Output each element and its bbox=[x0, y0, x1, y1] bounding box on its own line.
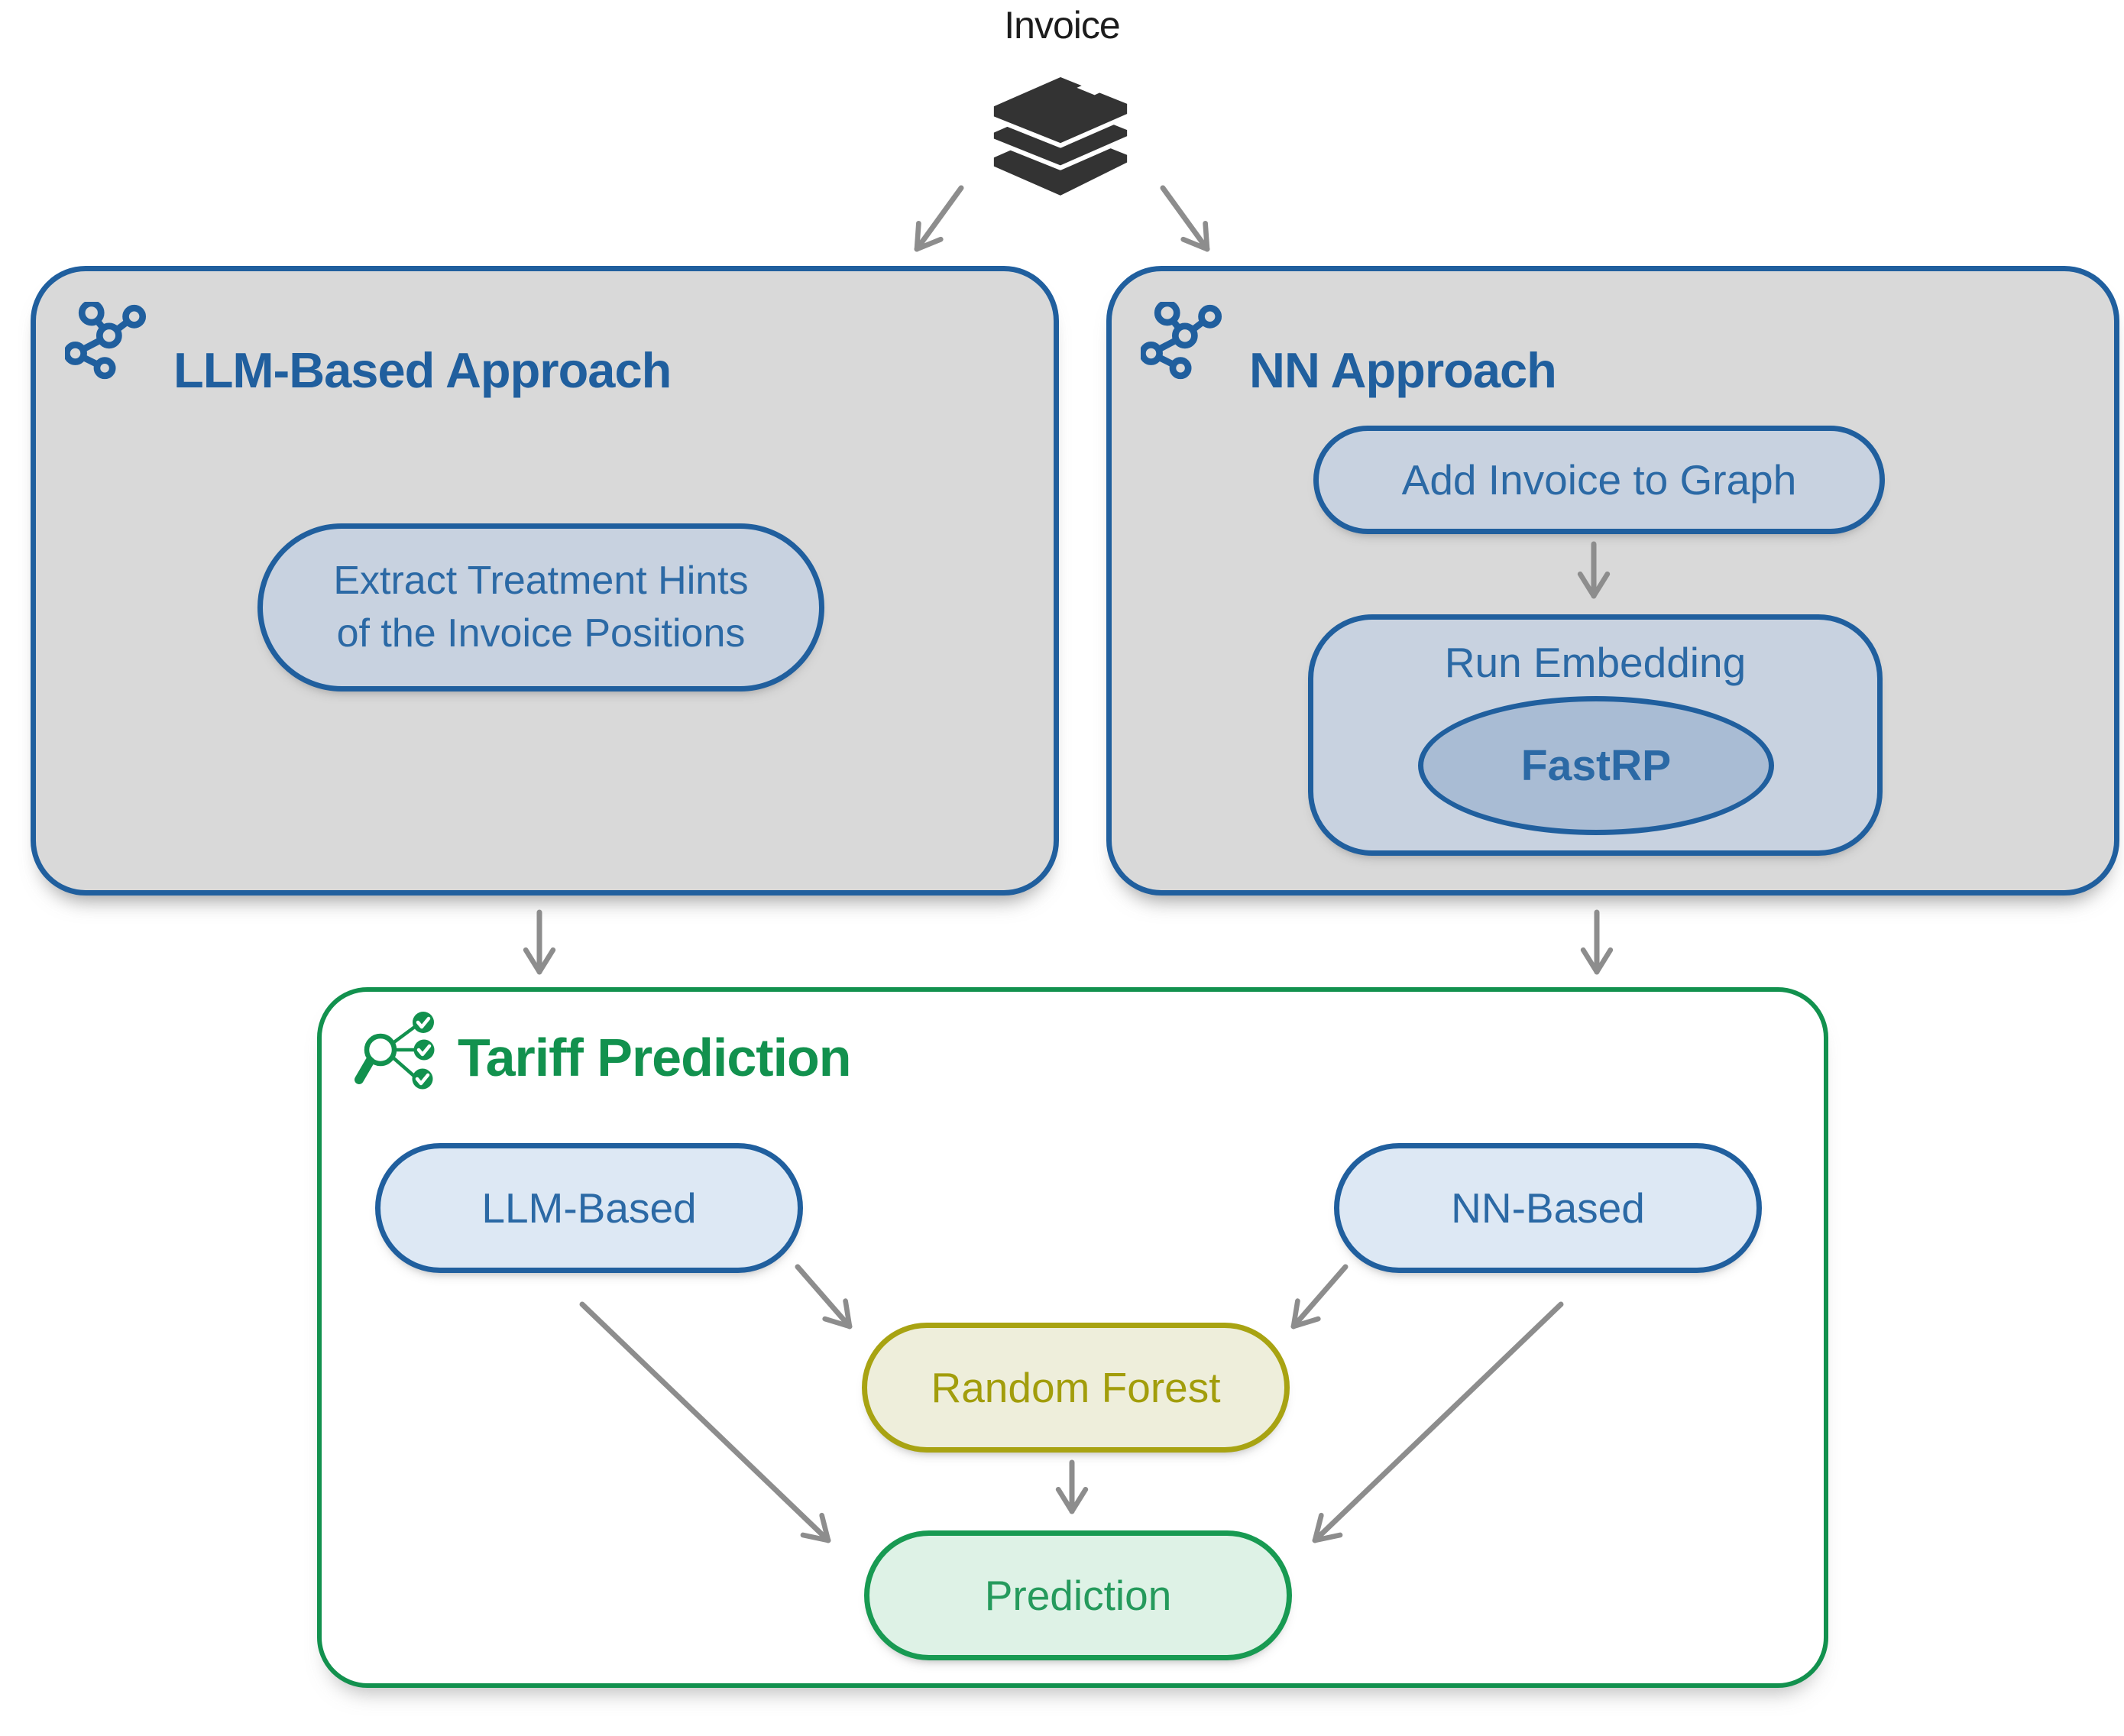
arrow-invoice-to-nn bbox=[1160, 185, 1210, 252]
books-stack-icon bbox=[989, 72, 1132, 199]
llm-based-node: LLM-Based bbox=[375, 1143, 803, 1273]
run-embedding-label: Run Embedding bbox=[1444, 639, 1747, 686]
tariff-prediction-title: Tariff Prediction bbox=[458, 1028, 852, 1087]
arrow-invoice-to-llm bbox=[914, 185, 964, 252]
run-embedding-node: Run Embedding FastRP bbox=[1308, 614, 1883, 856]
llm-approach-title: LLM-Based Approach bbox=[173, 342, 672, 398]
invoice-label: Invoice bbox=[1004, 4, 1120, 47]
book-label bbox=[1077, 78, 1115, 96]
network-nodes-icon bbox=[65, 302, 147, 380]
extract-line1: Extract Treatment Hints bbox=[333, 559, 749, 604]
network-nodes-icon bbox=[1141, 302, 1222, 380]
add-invoice-to-graph-node: Add Invoice to Graph bbox=[1313, 426, 1885, 534]
nn-approach-box: NN Approach Add Invoice to Graph Run Emb… bbox=[1106, 266, 2119, 896]
nn-approach-title: NN Approach bbox=[1249, 342, 1557, 398]
llm-approach-box: LLM-Based Approach Extract Treatment Hin… bbox=[31, 266, 1059, 896]
tariff-prediction-box: Tariff Prediction LLM-Based NN-Based Ran… bbox=[317, 987, 1828, 1688]
extract-line2: of the Invoice Positions bbox=[336, 611, 746, 656]
random-forest-node: Random Forest bbox=[862, 1323, 1290, 1453]
nn-based-node: NN-Based bbox=[1334, 1143, 1762, 1273]
extract-treatment-hints-node: Extract Treatment Hints of the Invoice P… bbox=[257, 523, 824, 691]
prediction-node: Prediction bbox=[864, 1530, 1292, 1660]
magnifier-check-icon bbox=[355, 1012, 435, 1090]
fastrp-node: FastRP bbox=[1418, 696, 1774, 835]
